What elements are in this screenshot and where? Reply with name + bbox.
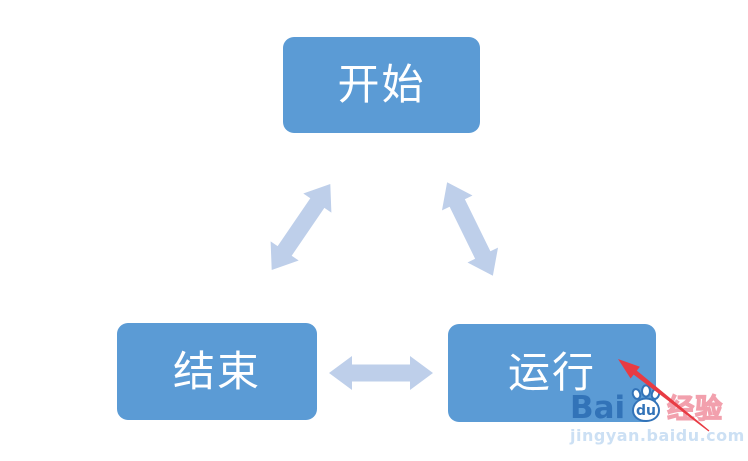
baidu-logo: Bai du 经验 xyxy=(570,383,745,424)
node-end: 结束 xyxy=(117,323,317,420)
node-start: 开始 xyxy=(283,37,480,133)
double-arrow-end-run-icon xyxy=(329,356,433,390)
annotation-pointer-icon xyxy=(618,359,710,432)
double-arrow-start-run-icon xyxy=(441,182,499,276)
watermark-url: jingyan.baidu.com xyxy=(570,426,745,445)
node-end-label: 结束 xyxy=(172,346,261,396)
baidu-watermark: Bai du 经验 jingyan.baidu.com xyxy=(570,383,745,444)
node-start-label: 开始 xyxy=(337,60,426,109)
double-arrow-start-end-icon xyxy=(270,184,332,270)
baidu-brand-text: Bai xyxy=(570,390,626,426)
node-run: 运行 xyxy=(448,324,656,422)
baidu-paw-du-text: du xyxy=(636,403,656,419)
node-run-label: 运行 xyxy=(507,348,596,397)
